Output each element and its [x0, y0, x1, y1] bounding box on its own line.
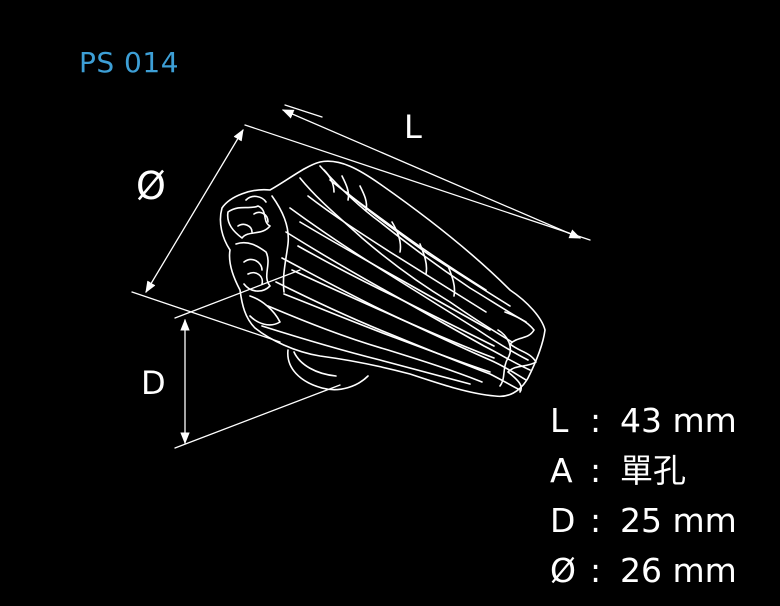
extension-line-d-top: [174, 269, 301, 319]
spec-table: L : 43 mm A : 單孔 D : 25 mm Ø : 26 mm: [550, 396, 737, 596]
spec-value: 25 mm: [620, 501, 737, 540]
spec-key: Ø: [550, 551, 576, 590]
knob-body: [219, 160, 546, 398]
dimension-diameter: [145, 128, 244, 294]
dimension-length: [281, 109, 582, 239]
length-label: L: [404, 108, 422, 146]
extension-line-d-bottom: [174, 384, 341, 449]
spec-separator: :: [590, 551, 602, 590]
spec-separator: :: [590, 501, 602, 540]
spec-value: 43 mm: [620, 401, 737, 440]
spec-separator: :: [590, 451, 602, 490]
diameter-label: Ø: [136, 164, 166, 208]
spec-row-diameter: Ø : 26 mm: [550, 546, 737, 596]
spec-key: L: [550, 401, 569, 440]
spec-value: 單孔: [620, 451, 686, 490]
spec-row-depth: D : 25 mm: [550, 496, 737, 546]
spec-value: 26 mm: [620, 551, 737, 590]
spec-row-length: L : 43 mm: [550, 396, 737, 446]
spec-key: A: [550, 451, 573, 490]
extension-line-top-short: [284, 104, 323, 118]
product-code: PS 014: [79, 46, 180, 79]
extension-line-bottom: [131, 291, 281, 343]
depth-label: D: [141, 364, 166, 402]
spec-key: D: [550, 501, 576, 540]
spec-separator: :: [590, 401, 602, 440]
spec-row-holes: A : 單孔: [550, 446, 737, 496]
